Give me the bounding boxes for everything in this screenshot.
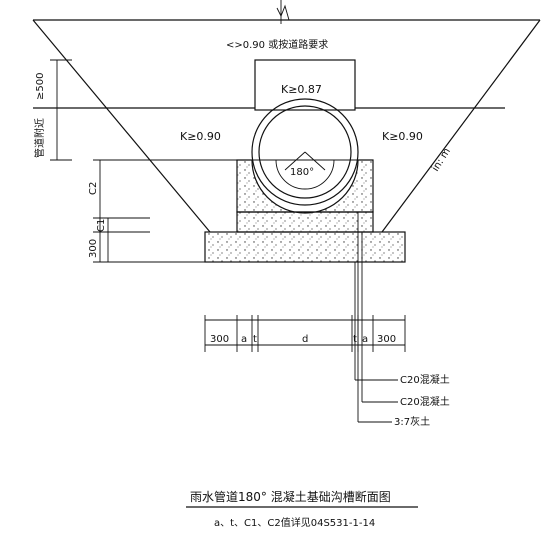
slope-label: in: m [430, 146, 453, 173]
ground-line [33, 0, 540, 24]
top-note-label: <>0.90 或按道路要求 [226, 38, 328, 51]
pipe-top-compaction-label: K≥0.87 [281, 83, 322, 96]
dim-c2-label: C2 [88, 182, 99, 195]
concrete-base-layer [236, 211, 374, 233]
dim-300-right-label: 300 [377, 334, 396, 345]
dim-t-left-label: t [253, 334, 257, 345]
bottom-dimensions [204, 315, 406, 352]
legend-c20-lower: C20混凝土 [400, 395, 450, 408]
legend-c20-upper: C20混凝土 [400, 373, 450, 386]
dim-a-left-label: a [241, 334, 247, 345]
lime-soil-bed [204, 231, 406, 263]
dim-c1-label: C1 [96, 219, 107, 232]
legend-leaders [354, 212, 398, 423]
dim-d-label: d [302, 334, 308, 345]
legend-lime-soil: 3:7灰土 [394, 415, 430, 428]
dim-pipe-zone-label: 管道附近 [33, 118, 46, 158]
dim-t-right-label: t [353, 334, 357, 345]
cradle-angle-label: 180° [290, 167, 314, 178]
dim-500-label: ≥500 [35, 73, 46, 100]
dim-a-right-label: a [362, 334, 368, 345]
top-backfill-zone [254, 59, 356, 111]
drawing-title: 雨水管道180° 混凝土基础沟槽断面图 [190, 489, 391, 504]
pipe-inner [258, 105, 352, 199]
dim-300-left-label: 300 [210, 334, 229, 345]
angle-arc [275, 159, 335, 190]
trench-slope-left [32, 19, 211, 233]
dim-300-label: 300 [88, 239, 99, 258]
right-compaction-label: K≥0.90 [382, 130, 423, 143]
left-dimensions [50, 59, 237, 263]
drawing-note: a、t、C1、C2值详见04S531-1-14 [214, 516, 375, 529]
pipe-outer [251, 98, 359, 206]
left-compaction-label: K≥0.90 [180, 130, 221, 143]
trench-slope-right [381, 19, 541, 233]
